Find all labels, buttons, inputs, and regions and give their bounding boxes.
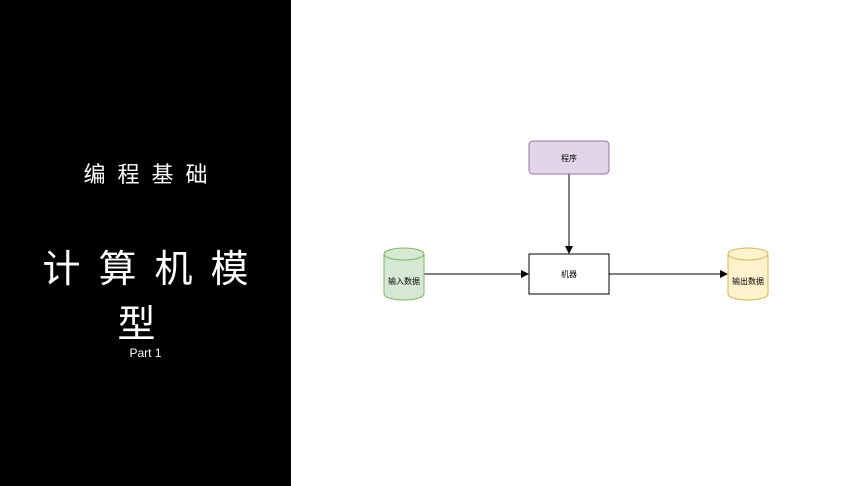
course-subtitle: 编程基础 bbox=[83, 163, 220, 188]
machine-box bbox=[528, 253, 610, 295]
output-cylinder-rim bbox=[727, 253, 769, 261]
input-cylinder-body bbox=[383, 247, 425, 301]
program-label: 程序 bbox=[561, 153, 577, 163]
machine-node: 机器 bbox=[528, 253, 610, 295]
part-label: Part 1 bbox=[129, 346, 162, 360]
machine-label: 机器 bbox=[561, 269, 577, 279]
diagram-panel: 程序 机器 输入数据 输出数据 bbox=[291, 0, 864, 486]
output-label: 输出数据 bbox=[732, 276, 764, 286]
input-label: 输入数据 bbox=[388, 276, 420, 286]
title-panel: 编程基础 计算机模型 Part 1 bbox=[0, 0, 291, 486]
program-box bbox=[528, 140, 610, 175]
output-data-cylinder: 输出数据 bbox=[727, 247, 769, 301]
input-data-cylinder: 输入数据 bbox=[383, 247, 425, 301]
program-node: 程序 bbox=[528, 140, 610, 175]
slide-title: 计算机模型 bbox=[42, 247, 267, 346]
output-cylinder-body bbox=[727, 247, 769, 301]
input-cylinder-rim bbox=[383, 253, 425, 261]
computer-model-diagram: 程序 机器 输入数据 输出数据 bbox=[383, 140, 769, 301]
